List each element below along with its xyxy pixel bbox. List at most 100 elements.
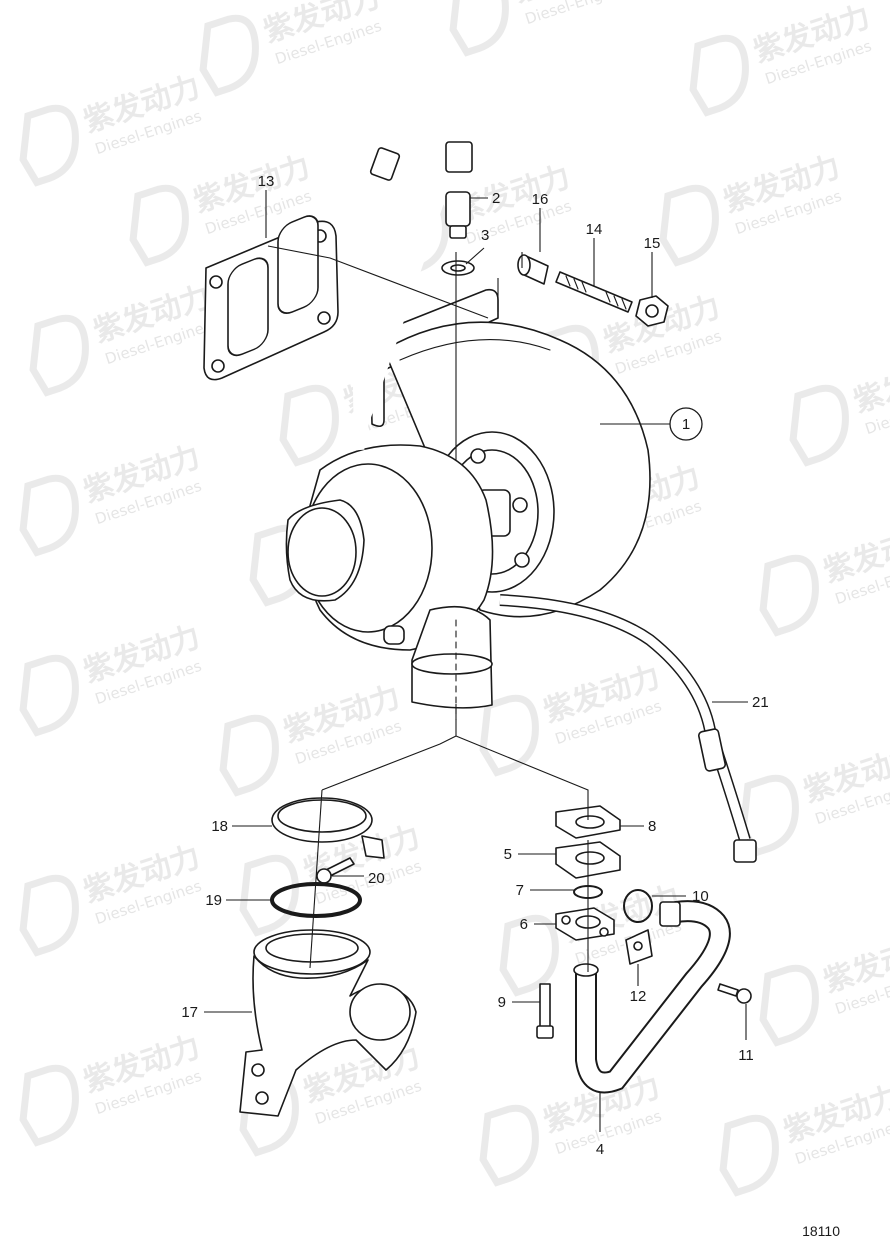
part-16-spacer [517,254,549,285]
callout-13-label: 13 [258,173,275,190]
part-3-washer [441,260,475,276]
watermark-logo-icon [219,714,279,797]
callout-10: 10 [652,888,709,905]
callout-13: 13 [258,173,275,238]
watermark-logo-icon [19,1064,79,1147]
part-21-oil-return-pipe [499,594,757,863]
watermark-logo-icon [689,34,749,117]
callout-14-label: 14 [586,221,603,238]
callout-5: 5 [504,846,556,863]
part-18-v-clamp [271,797,385,859]
watermark-logo-icon [19,654,79,737]
callout-2-label: 2 [492,190,500,207]
part-9-bolt [536,983,554,1039]
callout-9: 9 [498,994,540,1011]
part-17-elbow [239,929,417,1117]
callout-1-label: 1 [682,416,690,433]
callout-6-label: 6 [520,916,528,933]
callout-20-label: 20 [368,870,385,887]
part-12-clip [625,929,653,965]
watermark-logo-icon [199,14,259,97]
watermark-logo-icon [279,384,339,467]
watermark-subtitle: Diesel-Engines [523,0,634,28]
callout-19-label: 19 [205,892,222,909]
watermark-logo-icon [479,1104,539,1187]
callout-8: 8 [620,818,656,835]
callout-7-label: 7 [516,882,524,899]
callout-20: 20 [332,870,385,887]
watermark-logo-icon [739,774,799,857]
part-1-turbocharger [285,288,651,721]
callout-5-label: 5 [504,846,512,863]
callout-17-label: 17 [181,1004,198,1021]
watermark-logo-icon [129,184,189,267]
watermark-logo-icon [759,964,819,1047]
callout-10-label: 10 [692,888,709,905]
callout-8-label: 8 [648,818,656,835]
watermark-logo-icon [719,1114,779,1197]
callout-15: 15 [644,235,661,298]
watermark-brand: 紫发动力 [849,349,890,419]
part-10-o-ring [623,889,653,923]
watermark-logo-icon [239,854,299,937]
callout-16: 16 [532,191,549,252]
watermark-logo-icon [29,314,89,397]
callout-21: 21 [712,694,769,711]
callout-18: 18 [211,818,272,835]
watermark-logo-icon [789,384,849,467]
callout-14: 14 [586,221,603,286]
callout-1: 1 [600,407,703,441]
watermark-logo-icon [759,554,819,637]
callout-3-label: 3 [481,227,489,244]
callout-18-label: 18 [211,818,228,835]
watermark-logo-icon [449,0,509,57]
part-11-screw [717,983,752,1004]
callout-16-label: 16 [532,191,549,208]
part-14-stud [555,271,633,313]
callout-6: 6 [520,916,556,933]
callout-2: 2 [470,190,500,207]
callout-4-label: 4 [596,1141,604,1158]
watermark-logo-icon [19,474,79,557]
part-4-oil-return-pipe [573,900,731,1094]
callout-12: 12 [630,964,647,1005]
watermark-logo-icon [19,874,79,957]
watermark-logo-icon [19,104,79,187]
callout-17: 17 [181,1004,252,1021]
callout-4: 4 [596,1092,604,1158]
watermark-logo-icon [659,184,719,267]
part-2-union [445,191,471,239]
watermark-logo-icon [499,914,559,997]
part-13-gasket [203,215,339,381]
watermark-logo-icon [479,694,539,777]
oil-feed-pipe [353,93,473,451]
drawing-number: 18110 [802,1223,840,1239]
callout-19: 19 [205,892,272,909]
callout-7: 7 [516,882,574,899]
callout-3: 3 [465,227,489,265]
callout-21-label: 21 [752,694,769,711]
callout-11: 11 [738,1004,754,1064]
callout-15-label: 15 [644,235,661,252]
part-15-nut [635,295,669,327]
callout-12-label: 12 [630,988,647,1005]
